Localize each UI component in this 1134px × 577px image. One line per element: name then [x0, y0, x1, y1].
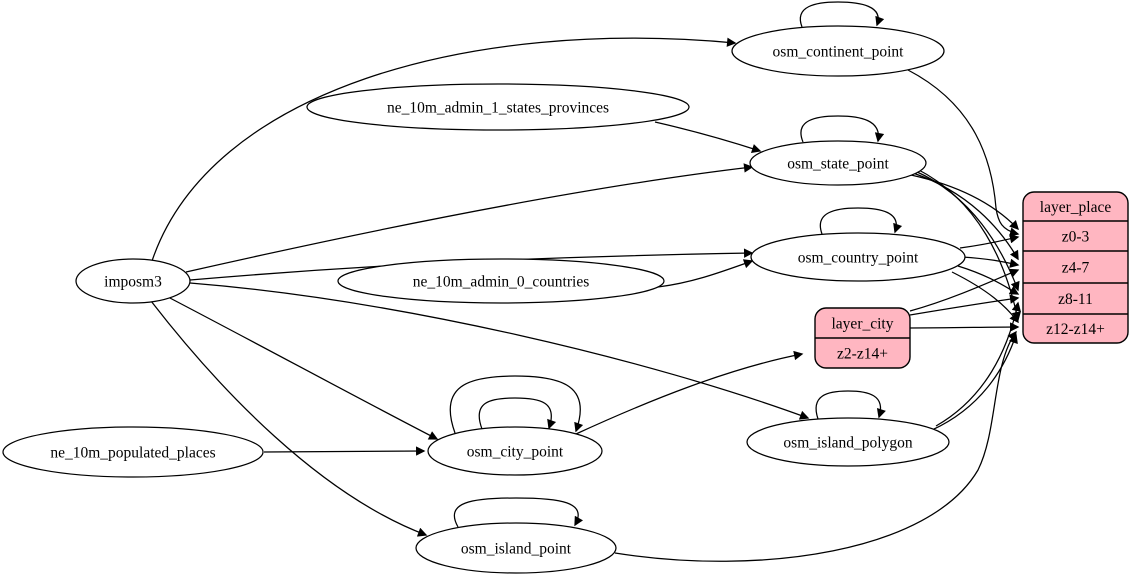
edge-osm_island_polygon-to-layer_place:z12-z14+	[931, 333, 1018, 431]
node-osm_island_polygon: osm_island_polygon	[746, 417, 950, 467]
record-row-label-layer_place-4: z12-z14+	[1046, 321, 1105, 338]
node-label-imposm3: imposm3	[104, 274, 162, 291]
edge-osm_state_point-to-osm_state_point	[800, 115, 885, 143]
node-label-ne_10m_admin_1_states_provinces: ne_10m_admin_1_states_provinces	[387, 100, 609, 117]
node-shape-osm_continent_point	[731, 25, 945, 77]
node-label-osm_country_point: osm_country_point	[798, 250, 919, 267]
node-shape-osm_island_point	[415, 522, 617, 574]
node-shape-osm_island_polygon	[746, 417, 950, 467]
edge-ne_10m_populated_places-to-osm_city_point	[263, 446, 426, 456]
node-shape-ne_10m_admin_1_states_provinces	[306, 83, 690, 131]
edge-osm_continent_point-to-osm_continent_point	[799, 1, 885, 28]
edge-osm_city_point-to-osm_city_point	[449, 375, 584, 434]
node-label-ne_10m_populated_places: ne_10m_populated_places	[50, 445, 215, 462]
edge-osm_island_polygon-to-layer_place:z8-11	[935, 301, 1021, 427]
record-layer_city: layer_city z2-z14+	[814, 307, 911, 369]
node-label-osm_state_point: osm_state_point	[787, 156, 889, 173]
edges-layer	[150, 1, 1021, 562]
node-label-osm_city_point: osm_city_point	[467, 444, 564, 461]
record-layer_place: layer_place z0-3 z4-7 z8-11 z12-z14+	[1022, 191, 1129, 344]
edge-ne_10m_admin_1_states_provinces-to-osm_state_point	[654, 121, 762, 153]
edge-imposm3-to-osm_city_point	[167, 296, 439, 440]
edge-osm_country_point-to-layer_place:z12-z14+	[951, 271, 1019, 324]
edge-osm_state_point-to-layer_place:z4-7	[912, 172, 1019, 261]
node-label-osm_continent_point: osm_continent_point	[773, 44, 905, 61]
edge-osm_island_polygon-to-osm_island_polygon	[815, 390, 886, 420]
edge-layer_city:z2-z14+-to-layer_place:z12-z14+	[909, 322, 1020, 332]
edge-osm_country_point-to-osm_country_point	[819, 207, 903, 235]
edge-layer_city:z2-z14+-to-layer_place:z8-11	[909, 294, 1020, 316]
record-row-label-layer_place-2: z4-7	[1062, 260, 1090, 277]
edge-osm_continent_point-to-layer_place:z0-3	[907, 69, 1020, 237]
edge-imposm3-to-osm_island_polygon	[189, 282, 810, 420]
node-osm_continent_point: osm_continent_point	[731, 25, 945, 77]
record-row-label-layer_place-3: z8-11	[1058, 291, 1093, 308]
edge-imposm3-to-osm_continent_point	[151, 37, 737, 262]
edge-osm_island_point-to-osm_island_point	[453, 497, 583, 528]
edge-imposm3-to-osm_island_point	[150, 300, 428, 537]
edge-osm_state_point-to-layer_place:z0-3	[910, 174, 1019, 231]
nodes-layer: imposm3 ne_10m_admin_1_states_provincesne…	[2, 25, 1129, 574]
node-shape-osm_city_point	[427, 426, 603, 476]
node-osm_state_point: osm_state_point	[749, 140, 927, 186]
node-shape-ne_10m_admin_0_countries	[337, 258, 665, 304]
node-shape-ne_10m_populated_places	[2, 426, 264, 478]
node-shape-imposm3	[75, 258, 191, 304]
node-ne_10m_admin_1_states_provinces: ne_10m_admin_1_states_provinces	[306, 83, 690, 131]
node-imposm3: imposm3	[75, 258, 191, 304]
record-row-label-layer_city-0: layer_city	[832, 316, 894, 333]
edge-imposm3-to-osm_state_point	[185, 163, 754, 273]
edge-ne_10m_admin_0_countries-to-osm_country_point	[657, 259, 754, 288]
node-shape-osm_country_point	[750, 232, 966, 282]
edge-layer_city:z2-z14+-to-layer_place:z4-7	[909, 268, 1020, 312]
node-osm_country_point: osm_country_point	[750, 232, 966, 282]
node-osm_island_point: osm_island_point	[415, 522, 617, 574]
node-label-osm_island_point: osm_island_point	[461, 541, 572, 558]
edge-osm_country_point-to-layer_place:z4-7	[961, 256, 1020, 268]
node-label-osm_island_polygon: osm_island_polygon	[783, 435, 912, 452]
record-row-label-layer_place-0: layer_place	[1040, 199, 1112, 216]
node-label-ne_10m_admin_0_countries: ne_10m_admin_0_countries	[413, 274, 590, 291]
edge-osm_country_point-to-layer_place:z0-3	[959, 234, 1020, 249]
edge-osm_city_point-to-osm_city_point	[478, 397, 557, 430]
edge-osm_island_point-to-layer_place:z12-z14+	[614, 330, 1017, 562]
record-row-label-layer_place-1: z0-3	[1062, 229, 1090, 246]
edge-osm_city_point-to-layer_city:z2-z14+	[575, 350, 804, 435]
node-ne_10m_admin_0_countries: ne_10m_admin_0_countries	[337, 258, 665, 304]
node-osm_city_point: osm_city_point	[427, 426, 603, 476]
edge-osm_country_point-to-layer_place:z8-11	[957, 265, 1020, 295]
node-ne_10m_populated_places: ne_10m_populated_places	[2, 426, 264, 478]
record-row-label-layer_city-1: z2-z14+	[837, 346, 888, 363]
node-shape-osm_state_point	[749, 140, 927, 186]
record-shape-layer_place	[1022, 191, 1129, 344]
